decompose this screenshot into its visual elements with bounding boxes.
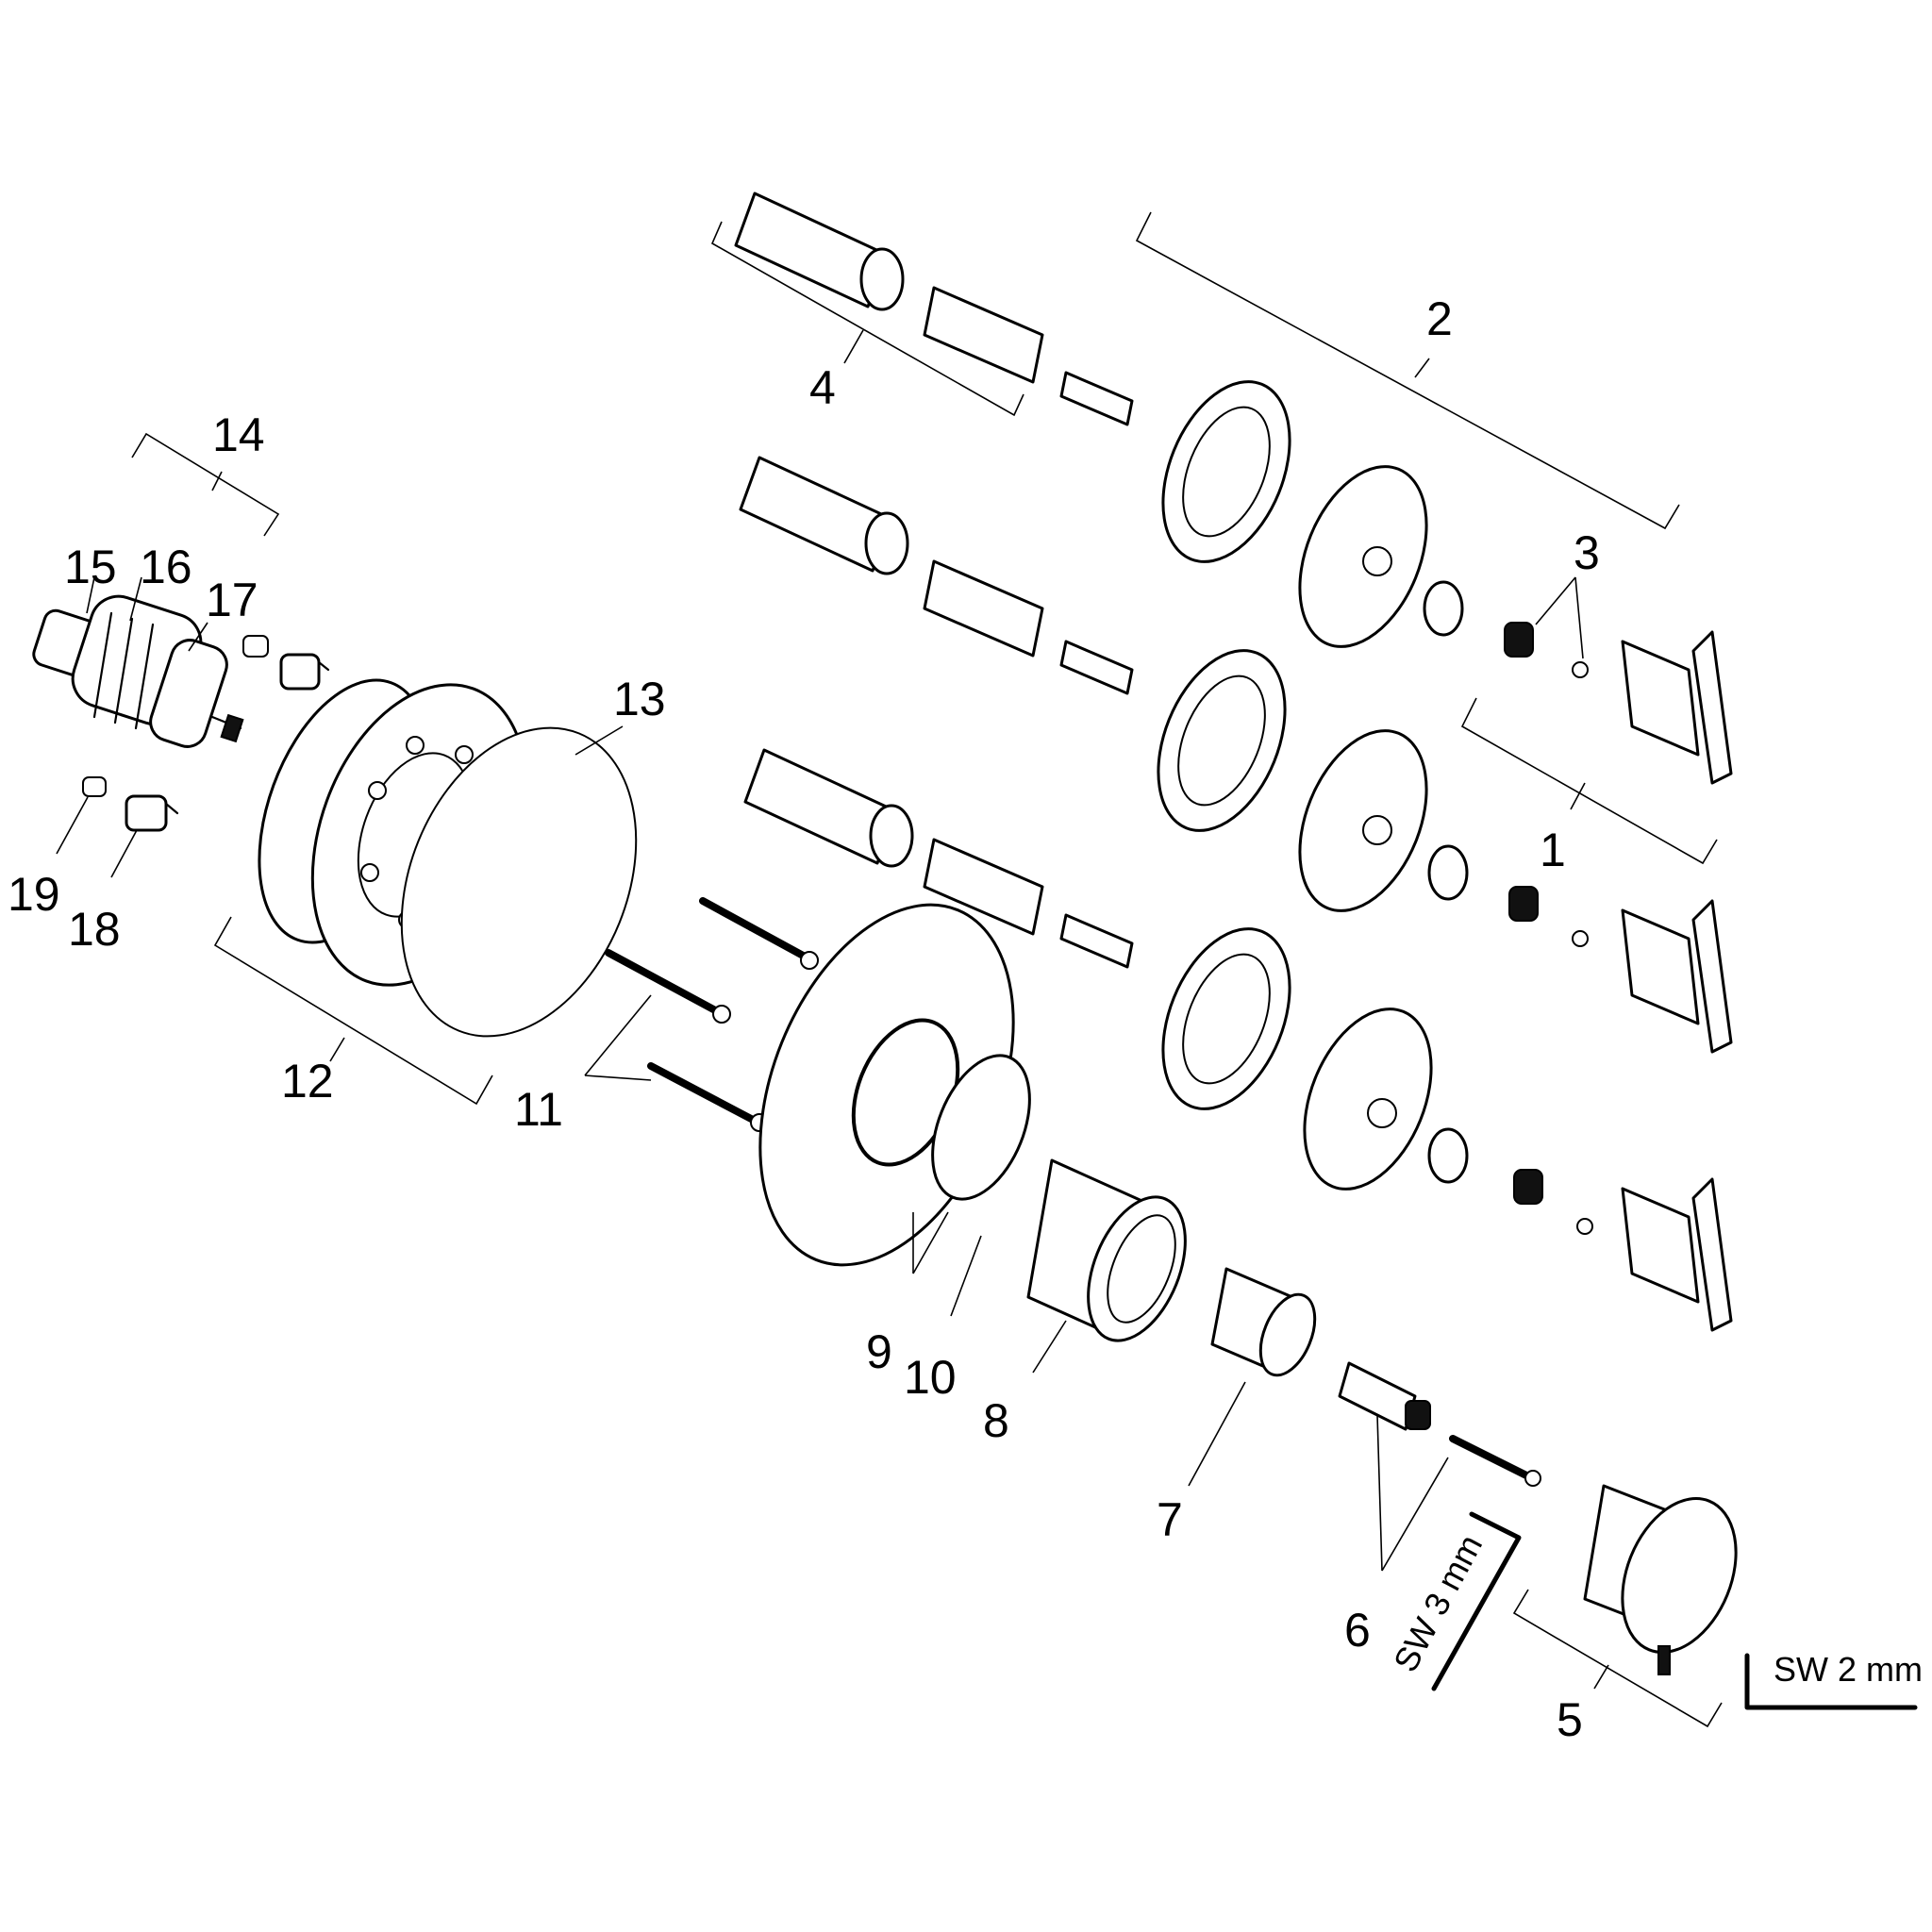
sleeve bbox=[1026, 1158, 1187, 1342]
stop-valve-row-middle bbox=[739, 456, 1733, 1054]
long-screws bbox=[605, 897, 819, 1132]
adapter bbox=[1210, 1267, 1317, 1377]
label-13: 13 bbox=[613, 673, 666, 725]
label-3: 3 bbox=[1574, 526, 1600, 579]
escutcheon-plate bbox=[758, 903, 1031, 1267]
label-14: 14 bbox=[212, 408, 265, 461]
o-ring-large bbox=[400, 726, 638, 1038]
tool-label-sw2: SW 2 mm bbox=[1774, 1650, 1923, 1689]
label-8: 8 bbox=[983, 1394, 1009, 1447]
stop-valve-row-bottom bbox=[743, 748, 1733, 1332]
label-1: 1 bbox=[1540, 824, 1566, 876]
label-15: 15 bbox=[64, 541, 117, 593]
label-7: 7 bbox=[1157, 1493, 1183, 1546]
label-4: 4 bbox=[809, 361, 836, 414]
label-9: 9 bbox=[866, 1325, 892, 1378]
label-10: 10 bbox=[904, 1351, 957, 1404]
tool-label-sw3: SW 3 mm bbox=[1386, 1528, 1490, 1678]
label-12: 12 bbox=[281, 1055, 334, 1108]
knob bbox=[1583, 1484, 1738, 1675]
stop-valve-row-top bbox=[734, 192, 1733, 785]
label-16: 16 bbox=[140, 541, 192, 593]
brackets-and-leaders bbox=[56, 211, 1723, 1728]
label-2: 2 bbox=[1426, 292, 1453, 345]
label-6: 6 bbox=[1344, 1604, 1371, 1657]
check-valve-upper bbox=[242, 635, 330, 691]
extension-spindle bbox=[1338, 1361, 1541, 1487]
thermostatic-cartridge bbox=[32, 594, 244, 748]
label-18: 18 bbox=[68, 903, 121, 956]
label-17: 17 bbox=[206, 574, 258, 626]
allen-key-3mm-icon bbox=[1431, 1511, 1522, 1691]
label-11: 11 bbox=[514, 1083, 563, 1136]
label-5: 5 bbox=[1557, 1693, 1583, 1746]
label-19: 19 bbox=[8, 868, 60, 921]
check-valve-lower bbox=[82, 776, 179, 832]
allen-key-2mm-icon bbox=[1744, 1653, 1918, 1710]
